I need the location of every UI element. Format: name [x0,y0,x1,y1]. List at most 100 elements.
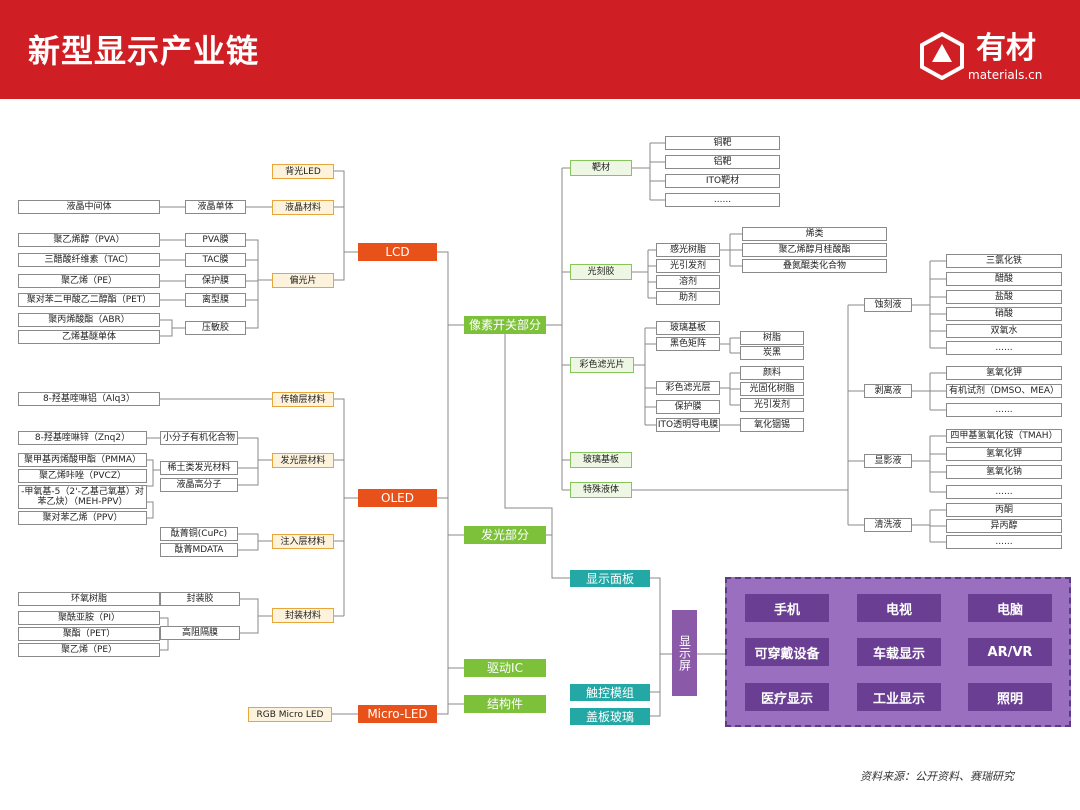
pixel-switch-node: 像素开关部分 [464,316,546,334]
encap-material-1: 环氧树脂 [18,592,160,606]
page-title: 新型显示产业链 [28,32,260,70]
driver-ic-node: 驱动IC [464,659,546,677]
encap-material-4: 聚乙烯（PE） [18,643,160,657]
strip-item-3: ...... [946,403,1062,417]
lcd-intermediate-2: 聚乙烯醇（PVA） [18,233,160,247]
etch-item-6: ...... [946,341,1062,355]
pixel-cat-photoresist: 光刻胶 [570,264,632,280]
clean-item-3: ...... [946,535,1062,549]
lcd-intermediate-4: 聚乙烯（PE） [18,274,160,288]
oled-mid-3: 液晶高分子 [160,478,238,492]
oled-node: OLED [358,489,437,507]
app-vehicle-display: 车载显示 [857,638,941,666]
app-tv: 电视 [857,594,941,622]
etch-item-3: 盐酸 [946,290,1062,304]
target-item-1: 铜靶 [665,136,780,150]
logo-text-cn: 有材 [976,31,1036,66]
filter-item-4: 保护膜 [656,400,720,414]
strip-item-2: 有机试剂（DMSO、MEA） [946,384,1062,398]
resist-item-2: 光引发剂 [656,259,720,273]
encap-material: 封装材料 [272,608,334,623]
strip-item-1: 氢氧化钾 [946,366,1062,380]
filter-sub-2: 炭黑 [740,346,804,360]
lcd-mid-5: 离型膜 [185,293,246,307]
oled-transport-layer: 传输层材料 [272,392,334,407]
clean-item-1: 丙酮 [946,503,1062,517]
resist-sub-2: 聚乙烯醇月桂酸酯 [742,243,887,257]
etch-item-2: 醋酸 [946,272,1062,286]
module-display-panel: 显示面板 [570,570,650,587]
lcd-mid-6: 压敏胶 [185,321,246,335]
pixel-cat-liquid: 特殊液体 [570,482,632,498]
lcd-mid-2: PVA膜 [185,233,246,247]
lcd-intermediate-1: 液晶中间体 [18,200,160,214]
lcd-intermediate-6: 聚丙烯酸酯（ABR） [18,313,160,327]
filter-item-1: 玻璃基板 [656,321,720,335]
lcd-material-backlight: 背光LED [272,164,334,179]
micro-led-node: Micro-LED [358,705,437,723]
resist-sub-1: 烯类 [742,227,887,241]
liquid-cat-etch: 蚀刻液 [864,298,912,312]
resist-item-4: 助剂 [656,291,720,305]
oled-injection-layer: 注入层材料 [272,534,334,549]
structure-node: 结构件 [464,695,546,713]
etch-item-5: 双氧水 [946,324,1062,338]
module-cover-glass: 盖板玻璃 [570,708,650,725]
oled-mid-5: 酞菁MDATA [160,543,238,557]
develop-item-2: 氢氧化钾 [946,447,1062,461]
oled-material-5: -甲氧基-5（2'-乙基己氧基）对苯乙炔）（MEH-PPV） [18,485,147,509]
module-touch: 触控模组 [570,684,650,701]
filter-item-3: 彩色滤光层 [656,381,720,395]
develop-item-3: 氢氧化钠 [946,465,1062,479]
oled-material-4: 聚乙烯咔唑（PVCZ） [18,469,147,483]
target-item-4: ...... [665,193,780,207]
lcd-node: LCD [358,243,437,261]
liquid-cat-develop: 显影液 [864,454,912,468]
clean-item-2: 异丙醇 [946,519,1062,533]
app-industrial-display: 工业显示 [857,683,941,711]
app-computer: 电脑 [968,594,1052,622]
logo-text-en: materials.cn [968,68,1043,82]
target-item-3: ITO靶材 [665,174,780,188]
lcd-mid-4: 保护膜 [185,274,246,288]
oled-emitting-layer: 发光层材料 [272,453,334,468]
lcd-material-polarizer: 偏光片 [272,273,334,288]
resist-item-3: 溶剂 [656,275,720,289]
app-lighting: 照明 [968,683,1052,711]
develop-item-4: ...... [946,485,1062,499]
display-screen-node: 显示屏 [672,610,697,696]
filter-sub-6: 氧化铟锡 [740,418,804,432]
lcd-mid-1: 液晶单体 [185,200,246,214]
filter-item-2: 黑色矩阵 [656,337,720,351]
develop-item-1: 四甲基氢氧化铵（TMAH） [946,429,1062,443]
logo-icon [920,32,964,80]
emitting-part-node: 发光部分 [464,526,546,544]
encap-mid-1: 封装胶 [160,592,240,606]
header-bar: 新型显示产业链 有材 materials.cn [0,0,1080,99]
oled-material-2: 8-羟基喹啉锌（Znq2） [18,431,147,445]
resist-sub-3: 叠氮醌类化合物 [742,259,887,273]
oled-mid-4: 酞菁铜(CuPc) [160,527,238,541]
pixel-cat-color-filter: 彩色滤光片 [570,357,634,373]
liquid-cat-clean: 清洗液 [864,518,912,532]
resist-item-1: 感光树脂 [656,243,720,257]
etch-item-1: 三氯化铁 [946,254,1062,268]
app-phone: 手机 [745,594,829,622]
oled-material-3: 聚甲基丙烯酸甲酯（PMMA） [18,453,147,467]
oled-mid-2: 稀土类发光材料 [160,461,238,475]
app-wearable: 可穿戴设备 [745,638,829,666]
filter-sub-4: 光固化树脂 [740,382,804,396]
encap-material-2: 聚酰亚胺（PI） [18,611,160,625]
filter-sub-1: 树脂 [740,331,804,345]
target-item-2: 铝靶 [665,155,780,169]
filter-item-5: ITO透明导电膜 [656,418,720,432]
lcd-intermediate-5: 聚对苯二甲酸乙二醇酯（PET） [18,293,160,307]
oled-material-1: 8-羟基喹啉铝（Alq3） [18,392,160,406]
lcd-material-liquid-crystal: 液晶材料 [272,200,334,215]
oled-mid-1: 小分子有机化合物 [160,431,238,445]
lcd-intermediate-3: 三醋酸纤维素（TAC） [18,253,160,267]
encap-mid-2: 高阻隔膜 [160,626,240,640]
pixel-cat-glass: 玻璃基板 [570,452,632,468]
pixel-cat-target: 靶材 [570,160,632,176]
lcd-intermediate-7: 乙烯基醚单体 [18,330,160,344]
